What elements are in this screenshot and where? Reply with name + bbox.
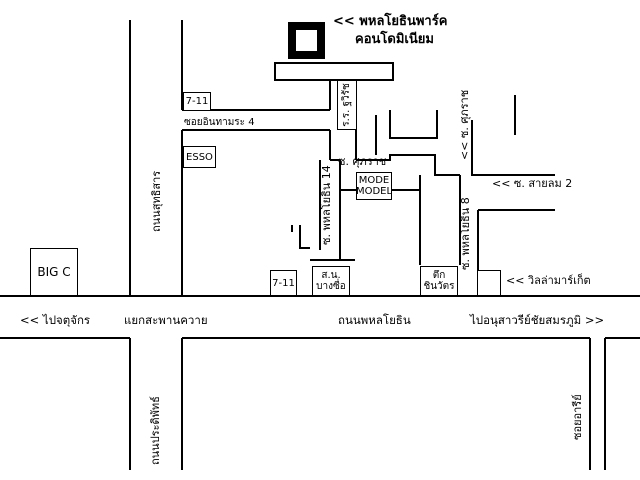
saphan-khwai-label: แยกสะพานควาย bbox=[124, 313, 208, 327]
police-station-line1: ส.น. bbox=[321, 270, 341, 281]
school-box: ร.ร. ฐวิรัช bbox=[337, 80, 357, 130]
police-station-line2: บางซื่อ bbox=[316, 281, 346, 292]
pradiphat-road-label: ถนนประดิพัทธ์ bbox=[149, 396, 162, 465]
chinwat-line2: ชินวัตร bbox=[423, 281, 455, 292]
phahonyothin-road-label: ถนนพหลโยธิน bbox=[338, 313, 411, 327]
road-edge-sukrat-ext bbox=[389, 110, 438, 139]
esso-box: ESSO bbox=[183, 146, 216, 168]
condo-name-line2: คอนโดมิเนียม bbox=[355, 32, 434, 47]
soi-sukrat-label: ซ. ศุภราช bbox=[338, 155, 387, 168]
mode-model-box: MODE MODEL bbox=[356, 172, 392, 200]
chinwat-box: ตึก ชินวัตร bbox=[420, 266, 458, 296]
road-edge-sukrat-2 bbox=[356, 154, 460, 176]
condo-bar bbox=[274, 62, 394, 81]
big-c-box: BIG C bbox=[30, 248, 78, 296]
sutthisan-road-label: ถนนสุทธิสาร bbox=[150, 170, 163, 232]
condo-name-line1: << พหลโยธินพาร์ค bbox=[333, 14, 448, 29]
mode-model-line2: MODEL bbox=[355, 186, 393, 197]
villa-market-box bbox=[477, 270, 501, 296]
soi-phahon-14-label: ซ. พหลโยธิน 14 bbox=[320, 165, 333, 245]
soi-phahon-8-label: ซ. พหลโยธิน 8 bbox=[459, 197, 472, 270]
police-station-box: ส.น. บางซื่อ bbox=[312, 266, 350, 296]
soi-sukrat-vertical-label: << ซ. ศุภราช bbox=[458, 89, 471, 160]
to-victory-monument-label: ไปอนุสาวรีย์ชัยสมรภูมิ >> bbox=[470, 313, 605, 327]
villa-market-label: << วิลล่ามาร์เก็ต bbox=[506, 274, 591, 287]
seven-eleven-top-box: 7-11 bbox=[183, 92, 211, 111]
soi-saisom-2-label: << ซ. สายลม 2 bbox=[492, 177, 573, 190]
road-edge-saisom-top bbox=[471, 120, 555, 176]
mode-model-line1: MODE bbox=[358, 175, 390, 186]
to-chatuchak-label: << ไปจตุจักร bbox=[20, 313, 91, 327]
school-label: ร.ร. ฐวิรัช bbox=[341, 83, 353, 127]
seven-eleven-bottom-box: 7-11 bbox=[270, 270, 297, 296]
soi-inthamara-4-label: ซอยอินทามระ 4 bbox=[184, 117, 255, 128]
soi-ari-label: ซอยอารีย์ bbox=[571, 394, 584, 440]
road-edge-soi14-stub bbox=[299, 225, 310, 249]
chinwat-line1: ตึก bbox=[432, 270, 446, 281]
